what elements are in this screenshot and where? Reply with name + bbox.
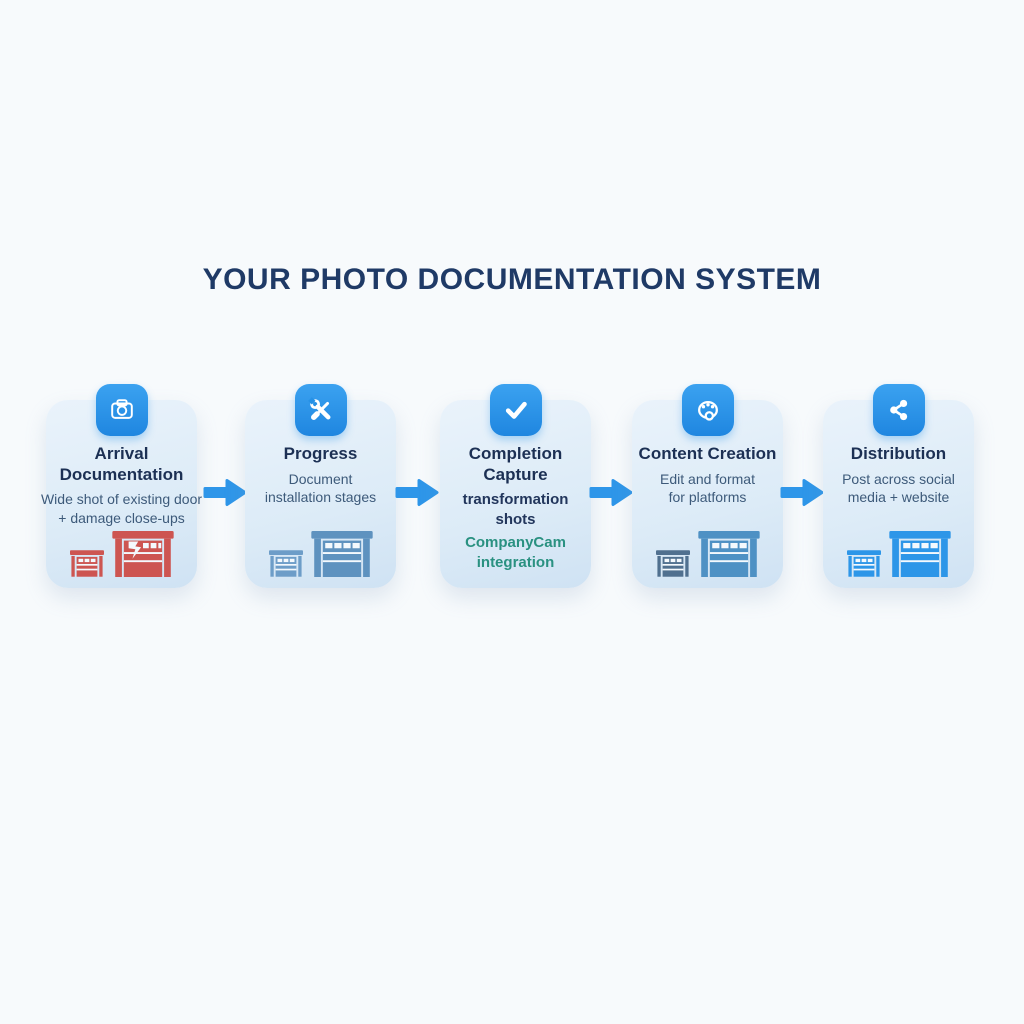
damaged-garage-door-icon bbox=[111, 531, 174, 577]
step-card-arrival-documentation: Arrival Documentation Wide shot of exist… bbox=[41, 384, 202, 588]
small-garage-door-icon bbox=[268, 550, 303, 577]
flow-arrow-right-icon bbox=[588, 475, 634, 510]
garage-door-illustrations bbox=[655, 531, 760, 577]
large-garage-door-icon bbox=[697, 531, 760, 577]
check-icon bbox=[489, 384, 542, 436]
garage-door-illustrations bbox=[268, 531, 373, 577]
card-subtitle: Edit and format for platforms bbox=[660, 470, 755, 506]
card-title: Arrival Documentation bbox=[59, 444, 184, 484]
card-title: Content Creation bbox=[638, 444, 777, 463]
card-subtitle: Document installation stages bbox=[264, 470, 377, 506]
card-subtitle: Wide shot of existing door + damage clos… bbox=[40, 491, 203, 526]
step-card-content-creation: Content Creation Edit and format for pla… bbox=[632, 384, 783, 588]
garage-door-illustrations bbox=[69, 531, 174, 577]
flow-arrow-right-icon bbox=[779, 475, 825, 510]
small-garage-door-icon bbox=[655, 550, 690, 577]
palette-icon bbox=[681, 384, 734, 436]
small-garage-door-icon bbox=[846, 550, 881, 577]
card-title: Progress bbox=[283, 444, 358, 463]
camera-icon bbox=[95, 384, 148, 436]
garage-door-illustrations bbox=[846, 531, 951, 577]
flow-arrow-right-icon bbox=[394, 475, 440, 510]
step-card-completion-capture: Completion Capture transformation shots … bbox=[440, 384, 591, 588]
card-subtitle: Post across social media + website bbox=[842, 470, 955, 506]
large-garage-door-icon bbox=[310, 531, 373, 577]
card-subtitle: transformation shots bbox=[462, 491, 569, 529]
step-card-distribution: Distribution Post across social media + … bbox=[823, 384, 974, 588]
large-garage-door-icon bbox=[888, 531, 951, 577]
tools-icon bbox=[294, 384, 347, 436]
integration-note: CompanyCam integration bbox=[465, 534, 566, 571]
card-title: Completion Capture bbox=[468, 444, 563, 484]
step-card-progress: Progress Document installation stages bbox=[245, 384, 396, 588]
flow-arrow-right-icon bbox=[202, 475, 248, 510]
page-title: YOUR PHOTO DOCUMENTATION SYSTEM bbox=[202, 263, 822, 296]
share-icon bbox=[872, 384, 925, 436]
small-garage-door-icon bbox=[69, 550, 104, 577]
card-title: Distribution bbox=[850, 444, 947, 463]
